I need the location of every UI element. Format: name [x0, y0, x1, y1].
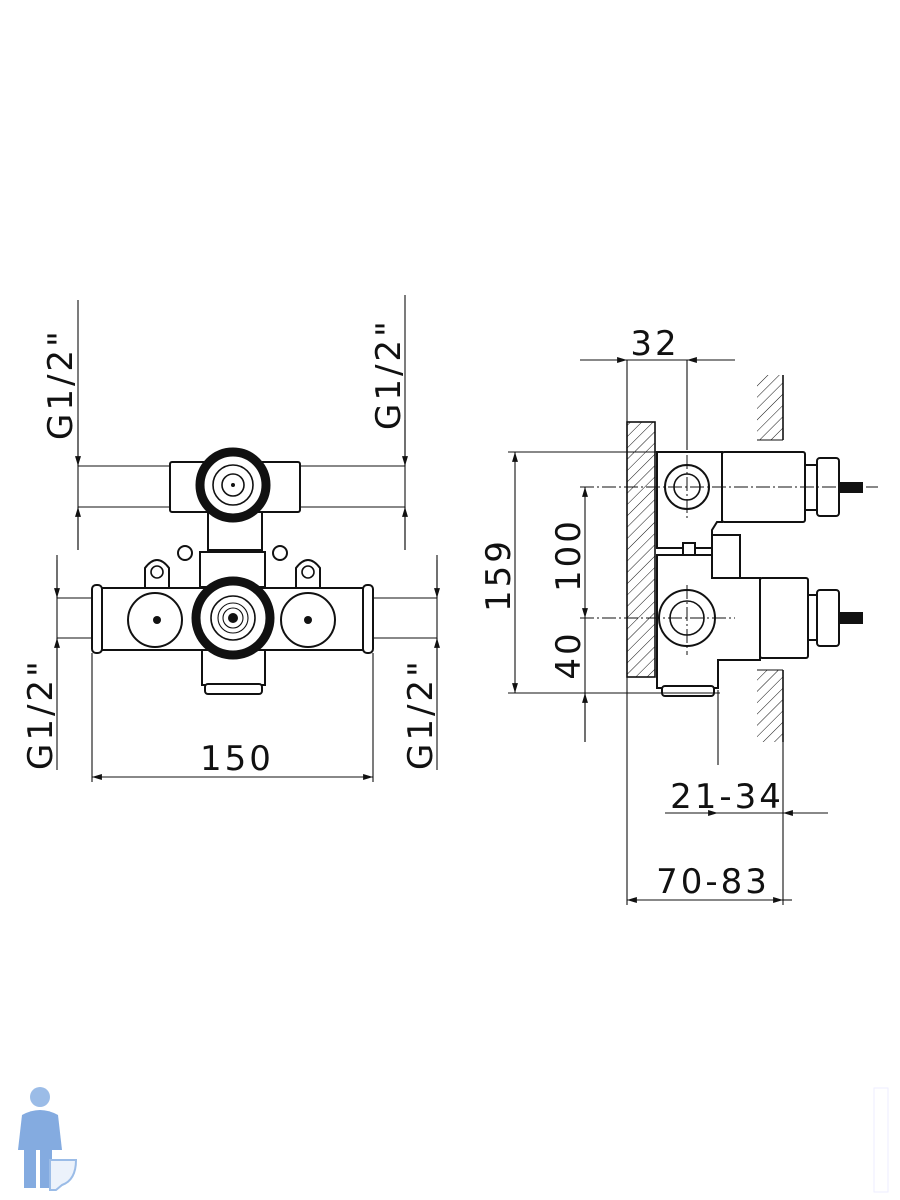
width-dimension: 150 [200, 739, 274, 779]
end-cap-left [91, 584, 103, 654]
depth-32-dimension: 32 [630, 324, 679, 364]
thread-label-top-left: G1/2" [41, 328, 81, 440]
lower-nut [816, 589, 840, 647]
offset-40-dimension: 40 [549, 630, 589, 679]
watermark [873, 1087, 889, 1193]
spacing-100-dimension: 100 [549, 518, 589, 592]
plumber-logo [18, 1087, 78, 1191]
mounting-plate [626, 421, 656, 678]
range-21-34-dimension: 21-34 [670, 777, 784, 817]
wall-section-bottom [757, 670, 783, 742]
side-view: 32 159 [479, 324, 878, 905]
height-159-dimension: 159 [479, 538, 519, 612]
thread-label-bottom-left: G1/2" [21, 658, 61, 770]
wall-section-top [757, 375, 783, 440]
end-cap-right [362, 584, 374, 654]
lower-cartridge [759, 577, 809, 659]
thread-label-bottom-right: G1/2" [401, 658, 441, 770]
thread-label-top-right: G1/2" [369, 318, 409, 430]
mount-tab-right [295, 559, 321, 589]
front-view: G1/2" G1/2" [21, 295, 441, 782]
mount-tab-left [144, 559, 170, 589]
range-70-83-dimension: 70-83 [656, 862, 770, 902]
